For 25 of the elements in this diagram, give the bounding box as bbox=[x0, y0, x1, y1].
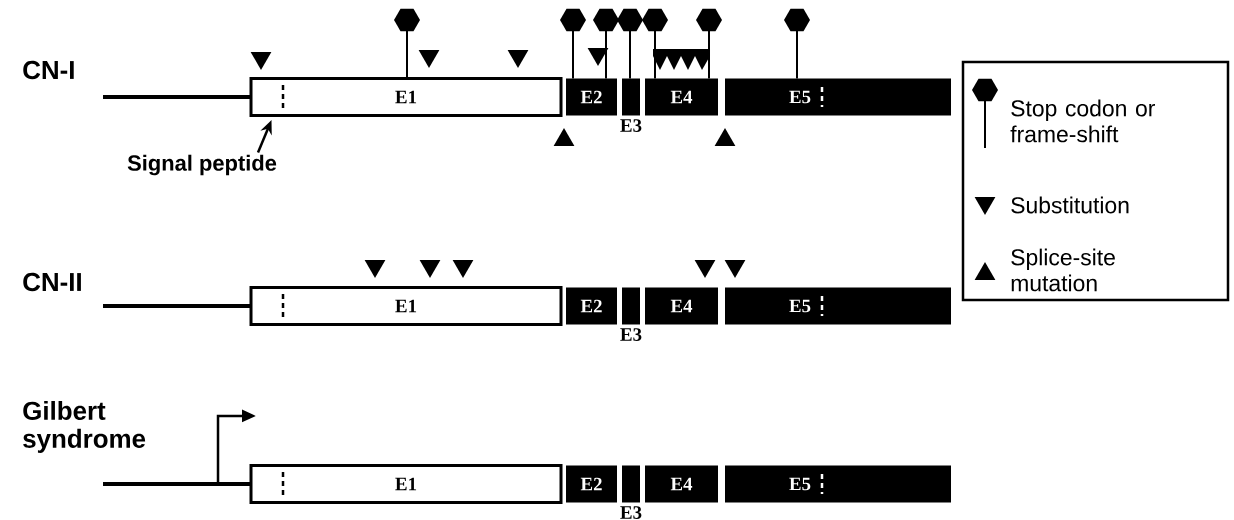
gene-label: CN-I bbox=[23, 60, 74, 80]
legend-label: Stop codon or frame-shift bbox=[1010, 99, 1155, 143]
exon-box: E1 bbox=[249, 464, 563, 504]
exon-box: E2 bbox=[566, 287, 617, 325]
exon-box: E2 bbox=[566, 465, 617, 503]
exon-box: E2 bbox=[566, 78, 617, 116]
exon-box: E3 bbox=[620, 287, 642, 341]
exon-box: E4 bbox=[645, 287, 718, 325]
exon-box: E5 bbox=[725, 78, 951, 116]
exon-box: E4 bbox=[645, 78, 718, 116]
exon-box: E3 bbox=[620, 465, 642, 519]
exon-box: E1 bbox=[249, 286, 563, 326]
exon-box: E5 bbox=[725, 465, 951, 503]
node-label: E3 bbox=[620, 506, 642, 519]
legend-label: Substitution bbox=[1011, 196, 1129, 214]
gene-label: CN-II bbox=[23, 272, 81, 292]
node-label: E3 bbox=[620, 328, 642, 341]
gene-label: Gilbert syndrome bbox=[23, 401, 146, 453]
exon-box: E4 bbox=[645, 465, 718, 503]
annotation-text: Signal peptide bbox=[127, 154, 277, 176]
node-label: E3 bbox=[620, 119, 642, 132]
exon-box: E1 bbox=[249, 77, 563, 117]
exon-box: E3 bbox=[620, 78, 642, 132]
exon-box: E5 bbox=[725, 287, 951, 325]
legend-label: Splice-site mutation bbox=[1011, 248, 1115, 292]
